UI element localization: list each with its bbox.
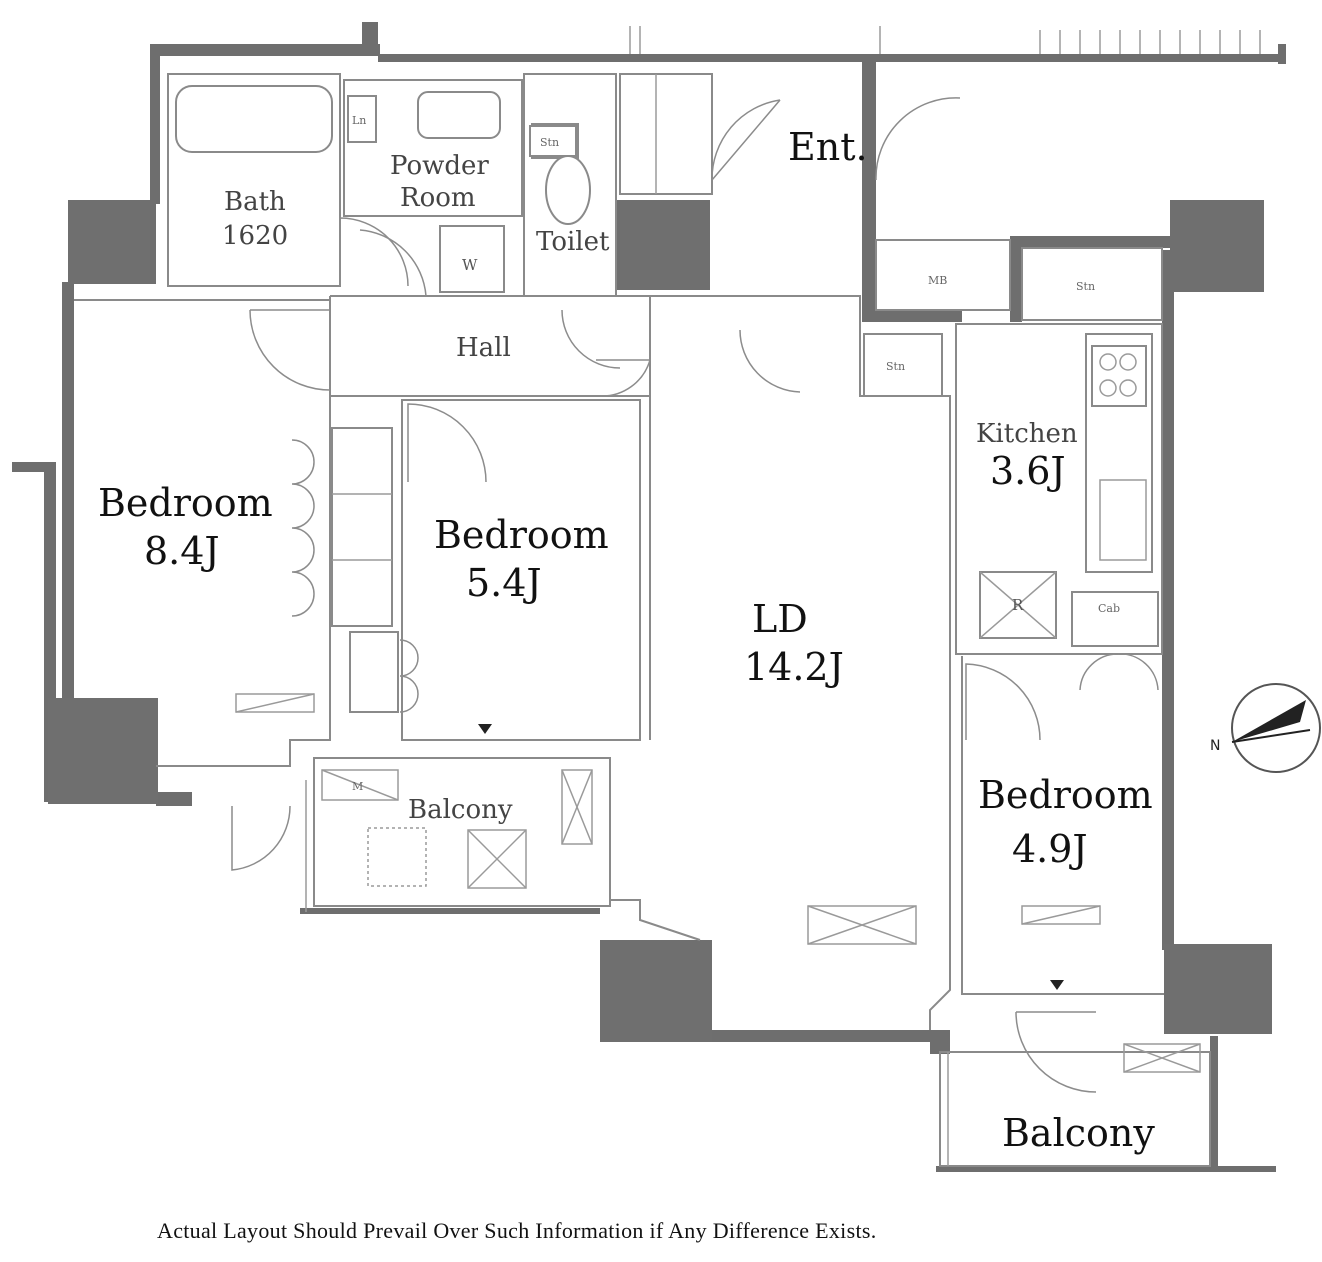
svg-text:N: N — [1210, 738, 1220, 754]
window-marks — [629, 26, 1261, 54]
storage-hall-label: Stn — [886, 360, 905, 373]
m-unit-label: M — [352, 780, 363, 793]
bedroom-west-label: Bedroom — [98, 481, 273, 525]
storage-kitchen-label: Stn — [1076, 280, 1095, 293]
powder-room-label-2: Room — [400, 183, 476, 213]
bedroom-middle-size: 5.4J — [466, 561, 542, 605]
laundry-label: Ln — [352, 114, 366, 127]
kitchen-label: Kitchen — [976, 419, 1078, 449]
fixture-labels: W Ln Stn MB Stn Stn R Cab M — [352, 114, 1120, 793]
refrigerator-label: R — [1012, 596, 1024, 614]
door-swings — [231, 97, 1159, 1093]
mb-label: MB — [928, 274, 947, 287]
disclaimer-text: Actual Layout Should Prevail Over Such I… — [157, 1218, 877, 1243]
ld-label: LD — [752, 597, 808, 641]
washer-label: W — [462, 256, 478, 274]
pillars — [48, 200, 1272, 1042]
ld-size: 14.2J — [744, 645, 844, 689]
bath-size: 1620 — [222, 221, 288, 251]
toilet-label: Toilet — [536, 227, 610, 257]
bedroom-west-size: 8.4J — [144, 529, 220, 573]
kitchen-size: 3.6J — [990, 449, 1066, 493]
bedroom-east-size: 4.9J — [1012, 827, 1088, 871]
compass-icon: N — [1210, 683, 1321, 773]
bath-label: Bath — [224, 187, 286, 217]
vents — [235, 693, 1201, 1073]
entry-arrow-icon — [478, 724, 492, 734]
balcony-east-label: Balcony — [1002, 1111, 1155, 1155]
balcony-west-label: Balcony — [408, 795, 513, 825]
entrance-label: Ent. — [788, 125, 868, 169]
bedroom-middle-label: Bedroom — [434, 513, 609, 557]
interior-partitions — [74, 73, 1211, 1167]
entry-arrow-icon — [1050, 980, 1064, 990]
hall-label: Hall — [456, 333, 511, 363]
exterior-walls — [12, 22, 1286, 1172]
room-labels: Bath 1620 Powder Room Toilet Ent. Hall B… — [98, 125, 1155, 1155]
storage-toilet-label: Stn — [540, 136, 559, 149]
cupboard-label: Cab — [1098, 602, 1120, 615]
bedroom-east-label: Bedroom — [978, 773, 1153, 817]
powder-room-label-1: Powder — [390, 151, 489, 181]
